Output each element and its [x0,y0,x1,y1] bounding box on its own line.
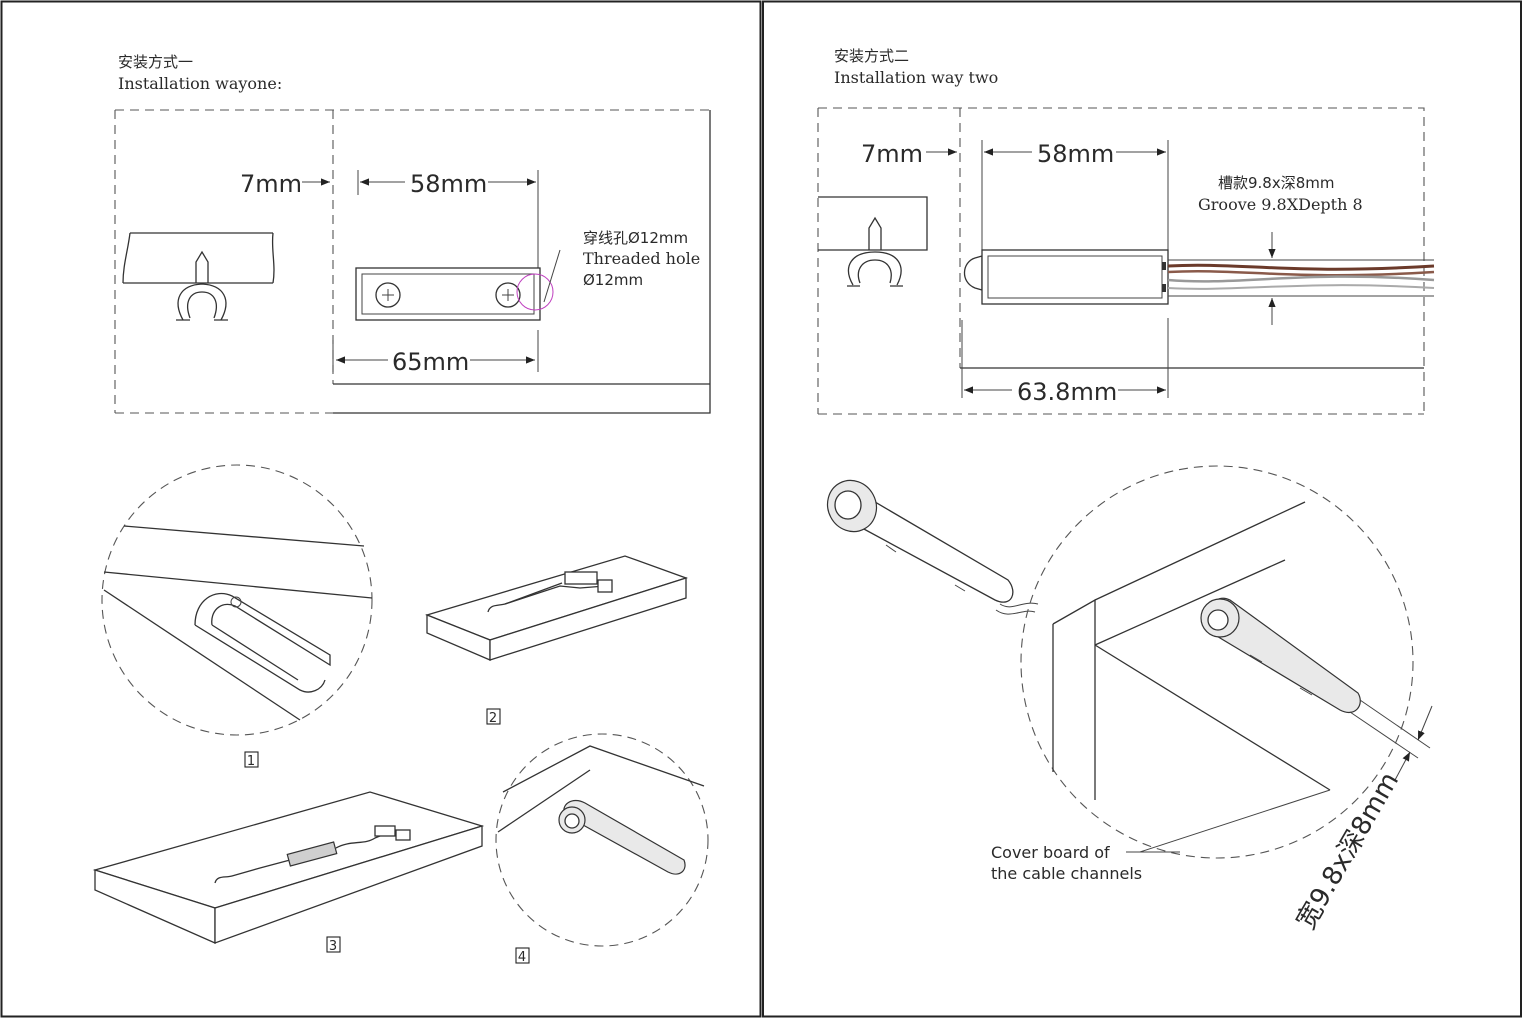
left-heading-en: Installation wayone: [118,74,282,93]
cover-label-line2: the cable channels [991,864,1142,883]
right-panel: 安装方式二 Installation way two 7mm 58mm [817,47,1435,935]
hole-label-en: Threaded hole [583,249,700,268]
cover-label-line1: Cover board of [991,843,1110,862]
left-panel-frame [0,0,762,1018]
hole-highlight [516,273,554,311]
left-heading-cn: 安装方式一 [118,53,193,71]
left-dim-length: 58mm [410,170,487,198]
groove-label-cn: 槽款9.8x深8mm [1218,174,1335,192]
profile-end-view-2 [818,196,928,287]
right-dim-total: 63.8mm [1017,378,1117,406]
step-3-label: 3 [329,939,337,954]
sensor-perspective [826,479,1039,615]
right-heading-en: Installation way two [834,68,998,87]
right-panel-frame [762,0,1522,1018]
hole-label-cn: 穿线孔Ø12mm [583,229,688,247]
step-1-label: 1 [247,754,255,769]
step-2-label: 2 [489,711,497,726]
groove-label-en: Groove 9.8XDepth 8 [1198,195,1363,214]
sensor-side-view [963,249,1435,305]
step-3-board: 3 [92,791,485,954]
right-dim-gap: 7mm [861,140,923,168]
step-4-label: 4 [518,950,526,965]
step-2-board: 2 [425,555,689,726]
left-top-diagram: 7mm 58mm 穿线孔Ø12mm Threaded hole Ø12mm [114,109,711,414]
profile-end-view [122,232,275,321]
right-circle-detail: 宽9.8x深8mm Cover board of the cable chann… [991,465,1433,935]
right-dim-length: 58mm [1037,140,1114,168]
left-panel: 安装方式一 Installation wayone: 7mm [92,53,711,965]
left-dim-gap: 7mm [240,170,302,198]
right-top-diagram: 7mm 58mm 槽款9.8x深8mm Groove 9.8XDepth 8 [817,107,1435,415]
left-dim-total: 65mm [392,348,469,376]
hole-label-size: Ø12mm [583,271,643,289]
step-1-detail: 1 [101,464,373,769]
right-heading-cn: 安装方式二 [834,47,909,65]
groove-rotated-label: 宽9.8x深8mm [1291,767,1405,934]
step-4-detail: 4 [495,733,709,965]
sensor-bar [355,249,561,321]
